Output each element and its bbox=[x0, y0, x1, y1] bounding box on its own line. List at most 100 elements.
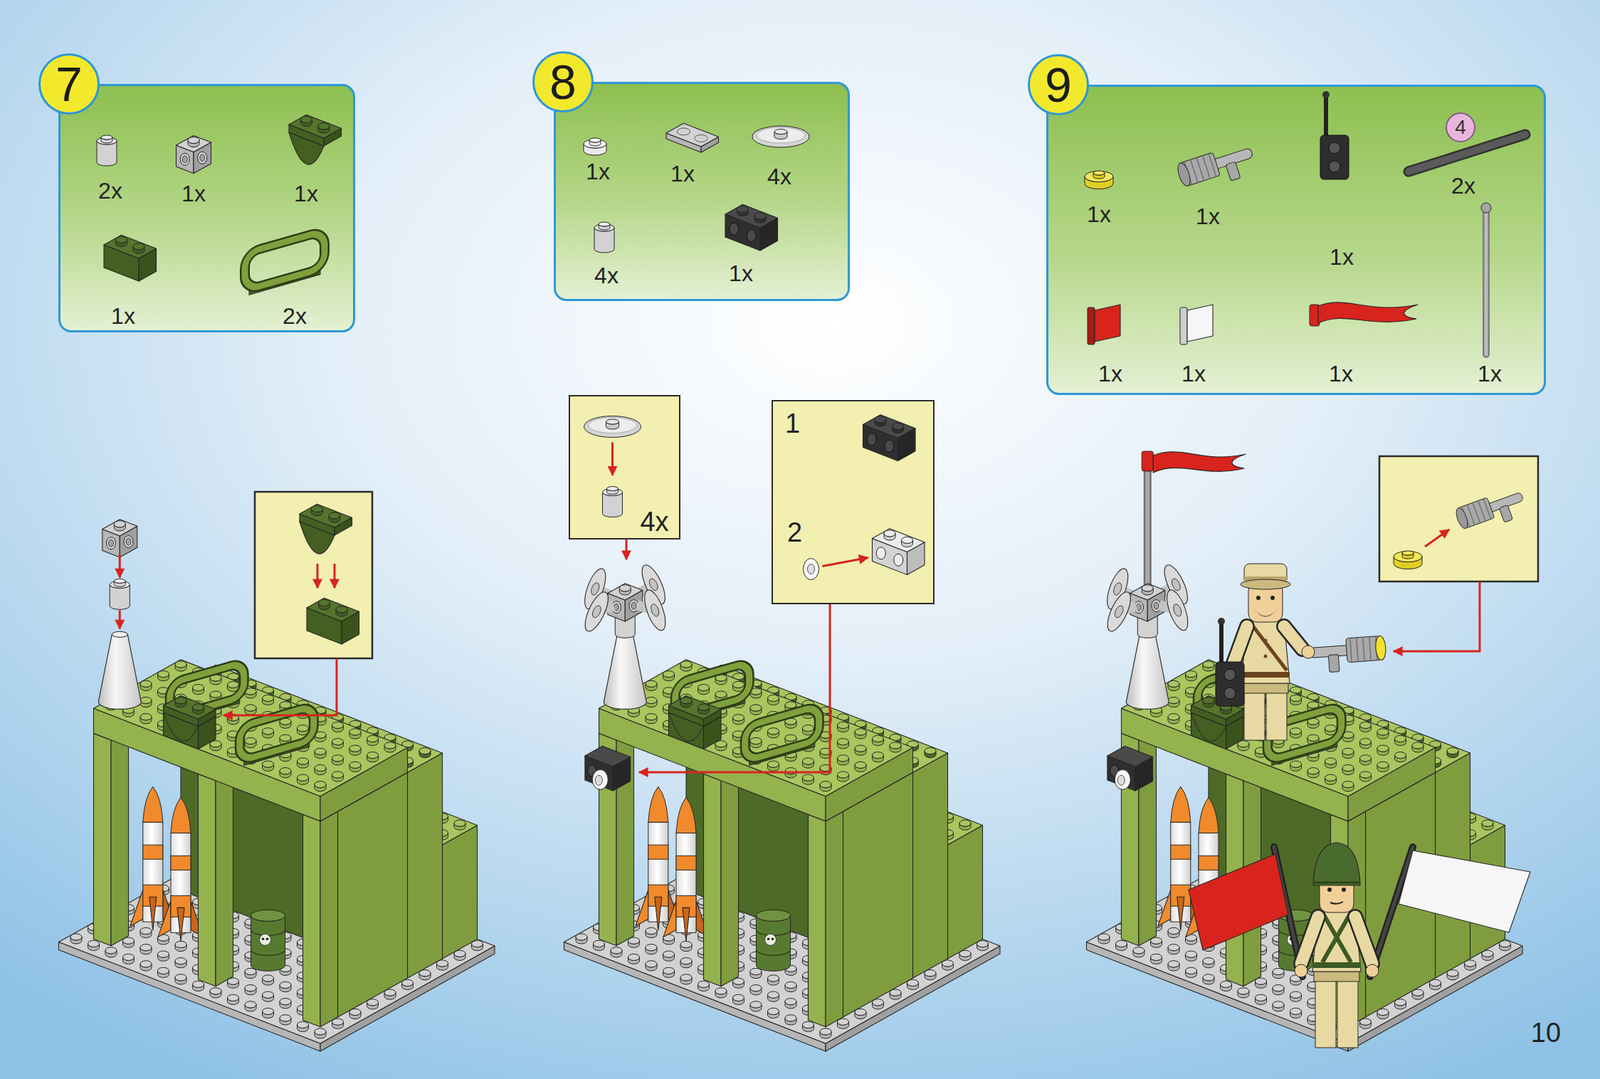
model-illustration-part bbox=[349, 761, 361, 768]
minifigure-part bbox=[1322, 912, 1351, 963]
model-illustration-part bbox=[767, 694, 780, 702]
model-illustration-part bbox=[251, 949, 286, 956]
model-illustration-part bbox=[349, 728, 361, 736]
minifigure-part bbox=[1356, 637, 1359, 662]
model-illustration-part bbox=[1325, 758, 1337, 765]
model-illustration-part bbox=[158, 900, 171, 937]
model-illustration-part bbox=[262, 975, 275, 982]
callout-box bbox=[254, 491, 373, 659]
model-illustration-part bbox=[1162, 587, 1193, 633]
model-illustration bbox=[59, 519, 496, 1052]
model-illustration-part bbox=[682, 907, 690, 941]
model-illustration-part bbox=[680, 940, 692, 948]
model-illustration-part bbox=[143, 844, 163, 860]
assembly-arrow bbox=[625, 538, 628, 560]
minifigure-part bbox=[1283, 626, 1303, 650]
model-illustration-part bbox=[854, 761, 867, 768]
model-illustration-part bbox=[1167, 960, 1180, 968]
minifigure-part bbox=[1264, 639, 1268, 643]
model-illustration-part bbox=[244, 1001, 257, 1008]
model-illustration-part bbox=[419, 747, 431, 754]
model-illustration-part bbox=[1290, 728, 1302, 735]
model-illustration-part bbox=[720, 770, 739, 987]
model-illustration-part bbox=[279, 701, 292, 709]
assembly-arrow bbox=[333, 563, 336, 588]
minifigure-part bbox=[1337, 980, 1359, 1048]
model-illustration-part bbox=[607, 583, 643, 600]
model-illustration-part bbox=[771, 938, 775, 941]
model-illustration-part bbox=[580, 589, 613, 635]
model-illustration-part bbox=[1202, 661, 1215, 668]
model-illustration-part bbox=[407, 753, 443, 978]
model-illustration-part bbox=[1117, 775, 1125, 786]
model-illustration-part bbox=[1198, 797, 1219, 833]
model-illustration-part bbox=[125, 538, 131, 546]
model-illustration-part bbox=[808, 814, 827, 1028]
callout-box-part bbox=[1454, 486, 1529, 538]
model-illustration-part bbox=[1290, 760, 1302, 768]
model-illustration-part bbox=[1377, 745, 1389, 752]
model-illustration-part bbox=[314, 764, 326, 771]
model-illustration-part bbox=[1153, 451, 1246, 473]
model-illustration-part bbox=[610, 947, 623, 954]
model-illustration-part bbox=[663, 950, 675, 958]
model-illustration-part bbox=[802, 725, 815, 732]
model-illustration-part bbox=[209, 691, 222, 698]
model-illustration-part bbox=[819, 1028, 832, 1035]
callout-box-part bbox=[1478, 500, 1486, 521]
assembly-arrow bbox=[1393, 581, 1480, 652]
model-illustration-part bbox=[669, 696, 722, 720]
model-illustration-part bbox=[113, 520, 126, 528]
model-illustration-part bbox=[1141, 585, 1154, 592]
model-illustration-part bbox=[580, 589, 613, 635]
model-illustration-part bbox=[698, 703, 710, 712]
model-illustration-part bbox=[1202, 974, 1215, 981]
minifigure-part bbox=[1369, 636, 1371, 661]
model-illustration-part bbox=[645, 927, 657, 934]
model-illustration-part bbox=[645, 960, 657, 968]
callout-box-part bbox=[1454, 506, 1470, 530]
model-illustration-part bbox=[332, 771, 344, 778]
model-illustration-part bbox=[645, 680, 657, 687]
model-illustration-part bbox=[924, 747, 936, 754]
model-illustration-part bbox=[192, 980, 205, 988]
model-illustration-part bbox=[1177, 896, 1185, 931]
model-illustration-part bbox=[1220, 980, 1233, 988]
model-illustration-part bbox=[913, 753, 949, 978]
model-illustration-part bbox=[244, 737, 257, 744]
model-illustration-part bbox=[175, 661, 187, 668]
callout-box-part bbox=[1393, 550, 1423, 562]
model-illustration-part bbox=[872, 735, 884, 742]
model-illustration-part bbox=[320, 811, 339, 1028]
model-illustration-part bbox=[715, 987, 727, 995]
model-illustration-part bbox=[266, 938, 270, 941]
model-illustration-part bbox=[442, 825, 478, 959]
assembly-arrow bbox=[1424, 529, 1450, 547]
model-illustration-part bbox=[1412, 742, 1424, 749]
model-illustration-part bbox=[70, 933, 82, 941]
model-illustration-part bbox=[640, 587, 670, 633]
model-illustration-part bbox=[332, 738, 344, 746]
model-illustration-part bbox=[698, 684, 710, 692]
model-illustration-part bbox=[1360, 755, 1372, 762]
minifigure-part bbox=[1375, 635, 1387, 661]
model-illustration-part bbox=[1113, 604, 1126, 619]
model-illustration-part bbox=[1145, 455, 1150, 588]
model-illustration-part bbox=[733, 714, 745, 721]
model-illustration-part bbox=[239, 705, 314, 761]
model-illustration-part bbox=[663, 671, 675, 678]
model-illustration-part bbox=[93, 659, 408, 797]
minifigure bbox=[1188, 563, 1531, 1048]
model-illustration-part bbox=[756, 909, 791, 921]
model-illustration-part bbox=[1141, 451, 1154, 472]
minifigure-part bbox=[1270, 595, 1275, 600]
model-illustration-part bbox=[175, 974, 187, 981]
model-illustration-part bbox=[262, 991, 275, 998]
model-illustration-part bbox=[603, 634, 647, 709]
model-illustration-part bbox=[837, 771, 850, 778]
model-illustration-part bbox=[854, 728, 867, 736]
model-illustration-part bbox=[843, 772, 914, 1018]
model-illustration-part bbox=[1395, 735, 1407, 742]
model-illustration bbox=[1086, 451, 1524, 1052]
